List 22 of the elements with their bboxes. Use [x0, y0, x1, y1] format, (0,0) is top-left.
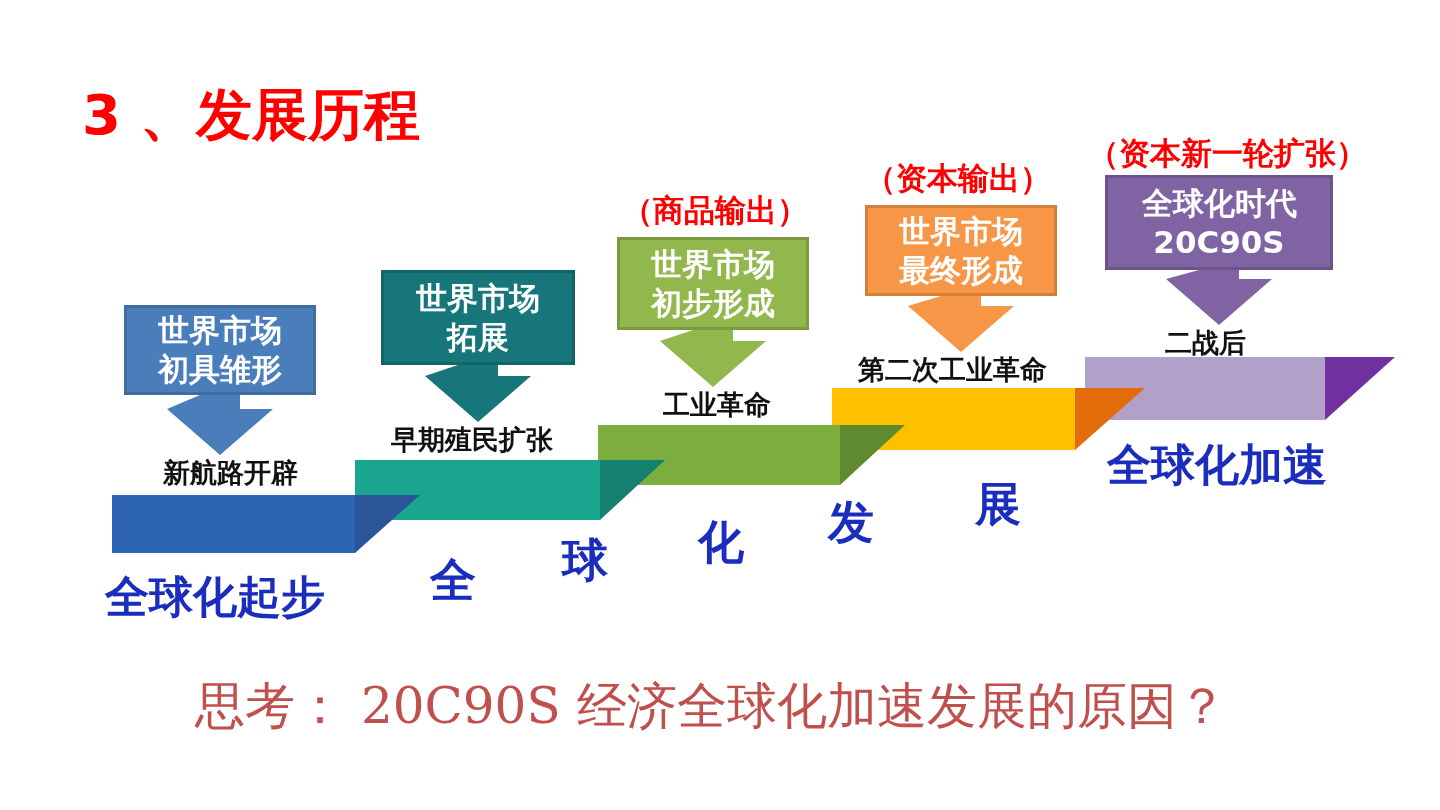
question-text: 思考： 20C90S 经济全球化加速发展的原因？: [195, 676, 1228, 737]
arrow: [908, 296, 1014, 352]
annotation-text: （商品输出）: [620, 191, 809, 230]
annotation-text: （资本输出）: [863, 159, 1052, 198]
event-label: 二战后: [1155, 325, 1255, 363]
stage-label: 全: [430, 552, 476, 609]
stage-label: 全球化起步: [105, 570, 325, 624]
arrow: [1166, 270, 1272, 325]
stage-label: 球: [562, 532, 608, 589]
stage-label: 展: [975, 476, 1021, 533]
stage-label: 全球化加速: [1107, 438, 1327, 492]
arrow: [660, 330, 766, 387]
stage-label: 化: [698, 514, 744, 571]
arrow: [167, 395, 273, 455]
stage-label: 发: [828, 494, 874, 551]
arrow: [425, 365, 531, 422]
event-label: 工业革命: [638, 387, 796, 425]
annotation-text: （资本新一轮扩张）: [1087, 134, 1368, 173]
title: 3 、发展历程: [82, 81, 421, 149]
event-label: 新航路开辟: [130, 455, 330, 495]
event-label: 第二次工业革命: [822, 352, 1082, 390]
event-label: 早期殖民扩张: [358, 422, 586, 460]
